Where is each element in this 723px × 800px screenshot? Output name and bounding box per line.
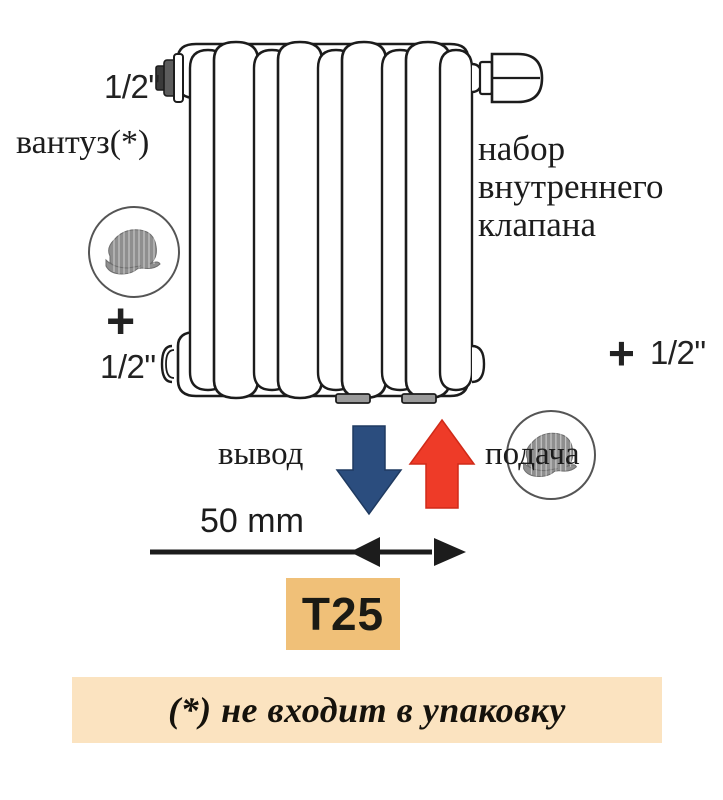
- right-size-label: 1/2": [650, 334, 706, 371]
- valve-set-label: набор внутреннего клапана: [478, 130, 664, 243]
- valve-part-icon-right: [506, 410, 596, 500]
- arrow-up-icon: [408, 418, 476, 509]
- left-size-label: 1/2": [100, 348, 156, 385]
- valve-set-line-2: внутреннего: [478, 166, 664, 206]
- outlet-label: вывод: [218, 436, 304, 472]
- valve-set-line-3: клапана: [478, 204, 597, 244]
- valve-part-sketch-left: [105, 228, 161, 275]
- valve-set-line-1: набор: [478, 129, 566, 168]
- valve-cap-icon: [478, 52, 544, 104]
- footnote-label: (*) не входит в упаковку: [168, 690, 566, 730]
- product-code-box: T25: [286, 578, 400, 650]
- vent-size-label: 1/2": [104, 68, 160, 105]
- supply-port: [401, 393, 437, 404]
- double-arrow-icon: [150, 537, 466, 567]
- arrow-down-icon: [335, 425, 403, 516]
- radiator-illustration: [155, 40, 544, 404]
- left-plus-sign: +: [106, 293, 136, 349]
- vent-name-label: вантуз(*): [16, 124, 150, 161]
- valve-part-sketch-right: [523, 431, 578, 477]
- vent-fitting-icon: [155, 53, 184, 103]
- product-code-label: T25: [301, 588, 385, 640]
- valve-part-icon-left: [88, 206, 180, 298]
- footnote-banner: (*) не входит в упаковку: [72, 677, 662, 743]
- supply-label: подача: [485, 436, 580, 472]
- right-plus-sign: +: [608, 327, 635, 379]
- outlet-port: [335, 393, 371, 404]
- dimension-label: 50 mm: [200, 502, 304, 540]
